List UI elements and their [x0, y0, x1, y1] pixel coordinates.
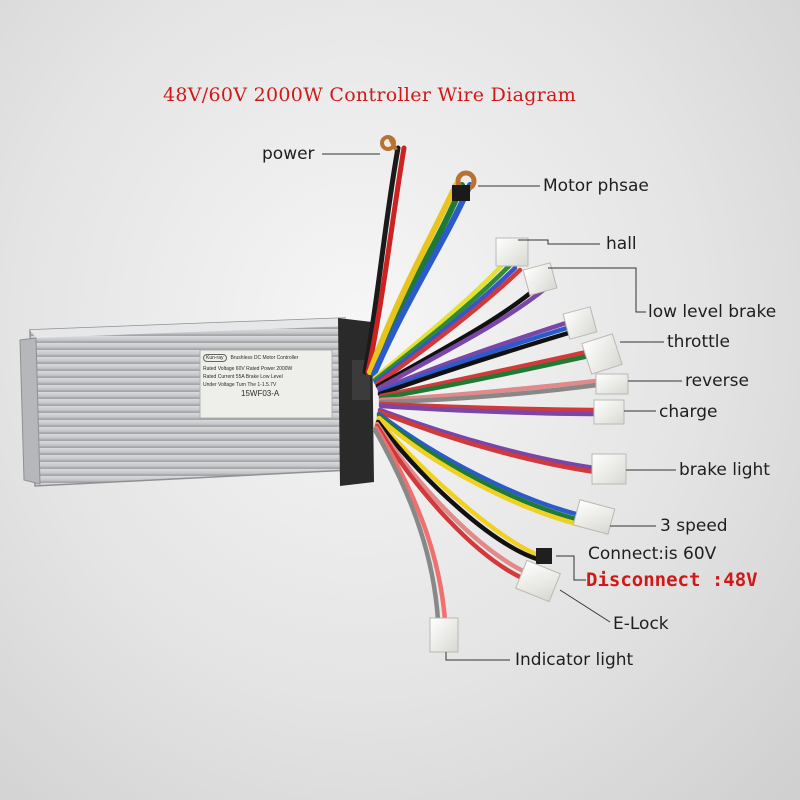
connector-low-level-brake	[522, 262, 558, 296]
controller-housing	[19, 317, 374, 487]
label-connect-60v: Connect:is 60V	[588, 544, 717, 564]
label-brake-light: brake light	[679, 460, 770, 480]
diagram-title: 48V/60V 2000W Controller Wire Diagram	[163, 84, 577, 106]
label-power: power	[262, 144, 315, 164]
connector-reverse	[595, 373, 629, 395]
controller-spec-3: Under Voltage Turn The 1-1.5.7V	[203, 382, 277, 388]
label-throttle: throttle	[667, 332, 730, 352]
label-3-speed: 3 speed	[660, 516, 728, 536]
connector-3-speed	[572, 499, 616, 535]
controller-label: Kun-ray Brushless DC Motor Controller Ra…	[203, 354, 331, 398]
leader-lines	[322, 153, 682, 661]
label-charge: charge	[659, 402, 718, 422]
power-ring-terminal	[380, 135, 398, 151]
connector-brake-light	[591, 453, 627, 485]
motor-phase-ring-terminal	[452, 170, 477, 201]
label-indicator-light: Indicator light	[515, 650, 634, 670]
connector-throttle	[581, 333, 623, 375]
connector-charge	[593, 399, 625, 425]
label-e-lock: E-Lock	[613, 614, 669, 634]
controller-model: 15WF03-A	[241, 389, 280, 398]
label-disconnect-48v: Disconnect :48V	[586, 569, 758, 591]
connector-voltage-select	[536, 548, 552, 564]
connector-hall	[495, 237, 529, 267]
label-reverse: reverse	[685, 371, 749, 391]
wire-bundle	[362, 145, 610, 623]
connector-low-level-brake-2	[562, 306, 598, 340]
label-motor-phase: Motor phsae	[543, 176, 649, 196]
connector-indicator-light	[429, 617, 459, 653]
connector-e-lock	[515, 559, 561, 603]
controller-spec-1: Rated Voltage 60V Rated Power 2000W	[203, 366, 293, 372]
controller-type: Brushless DC Motor Controller	[230, 355, 299, 361]
label-hall: hall	[606, 234, 637, 254]
controller-spec-2: Rated Current 55A Brake Low Level	[203, 374, 283, 380]
controller-brand: Kun-ray	[203, 354, 227, 362]
label-low-level-brake: low level brake	[648, 302, 777, 322]
